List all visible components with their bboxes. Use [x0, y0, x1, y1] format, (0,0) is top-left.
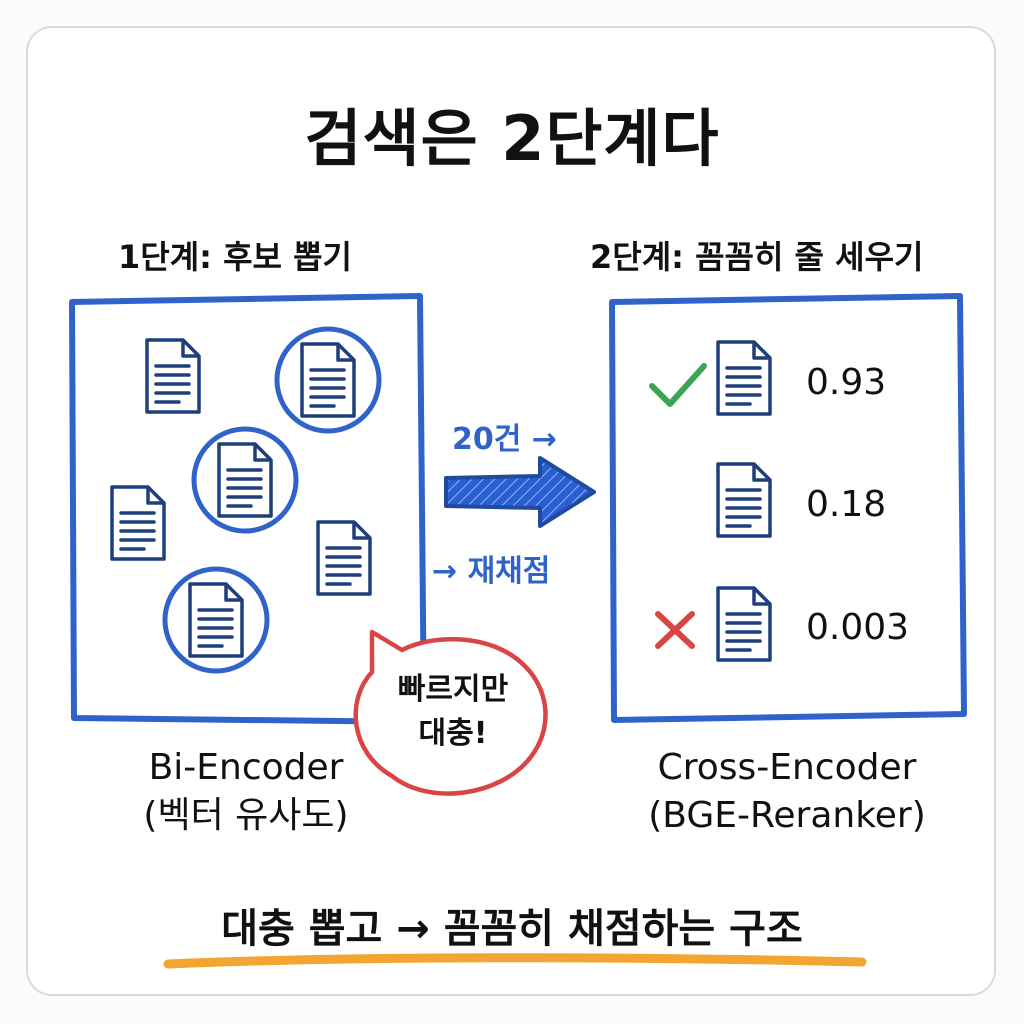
stage2-label: 2단계: 꼼꼼히 줄 세우기 [590, 238, 924, 276]
stage1-encoder-name: Bi-Encoder [148, 747, 344, 788]
cross-icon [655, 611, 695, 649]
document-icon [217, 442, 273, 518]
stage2-encoder-label: Cross-Encoder (BGE-Reranker) [612, 744, 962, 840]
document-icon [716, 340, 772, 416]
diagram-title: 검색은 2단계다 [304, 102, 720, 175]
selected-circle-icon [274, 326, 382, 434]
stage2-box [609, 293, 967, 723]
document-icon [716, 462, 772, 538]
selected-circle-icon [162, 566, 270, 674]
speech-bubble-line2: 대충! [418, 716, 488, 751]
rescore-label: → 재채점 [432, 554, 551, 589]
stage1-encoder-label: Bi-Encoder (벡터 유사도) [96, 744, 396, 840]
transfer-count-label: 20건 → [452, 422, 557, 457]
speech-bubble-line1: 빠르지만 [397, 672, 509, 707]
score-2: 0.18 [806, 484, 887, 525]
diagram-card [26, 26, 996, 996]
selected-circle-icon [191, 426, 299, 534]
document-icon [110, 485, 166, 561]
footer-underline [163, 953, 867, 969]
check-icon [649, 363, 707, 407]
document-icon [316, 520, 372, 596]
stage1-encoder-detail: (벡터 유사도) [143, 795, 349, 836]
stage1-label: 1단계: 후보 뽑기 [118, 238, 352, 276]
speech-bubble-text: 빠르지만 대충! [378, 668, 528, 756]
score-1: 0.93 [806, 362, 887, 403]
document-icon [188, 582, 244, 658]
document-icon [300, 342, 356, 418]
document-icon [716, 586, 772, 662]
footer-summary: 대충 뽑고 → 꼼꼼히 채점하는 구조 [221, 906, 803, 952]
stage2-encoder-name: Cross-Encoder [657, 747, 917, 788]
document-icon [145, 338, 201, 414]
score-3: 0.003 [806, 607, 910, 648]
speech-bubble [353, 629, 548, 796]
big-arrow-icon [444, 456, 596, 528]
stage2-encoder-detail: (BGE-Reranker) [648, 795, 926, 836]
